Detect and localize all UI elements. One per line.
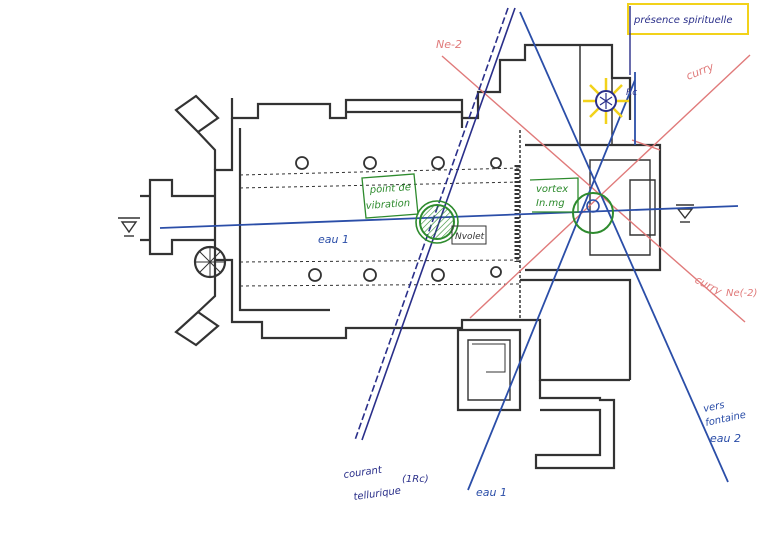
nvolet-frame — [451, 225, 487, 245]
ne-line — [441, 55, 746, 323]
label-courant: courant — [343, 465, 384, 481]
choir — [525, 143, 662, 272]
facade-north — [197, 131, 217, 170]
spiral-stair-treads — [195, 247, 225, 277]
label-point-de: point de — [368, 182, 411, 196]
curry-line — [469, 54, 751, 319]
red-tick — [631, 139, 661, 151]
pillars — [295, 156, 502, 282]
water-level-icon — [676, 204, 694, 223]
label-ne-top: Ne-2 — [436, 38, 462, 51]
facade-south — [197, 260, 217, 313]
sun-icon — [583, 78, 629, 124]
red-network-lines — [441, 54, 751, 323]
tower-outer — [456, 328, 522, 412]
presence-highlight-box — [627, 3, 749, 35]
altar-zone — [589, 159, 651, 256]
label-eau-1-axis: eau 1 — [318, 233, 349, 246]
label-vortex: vortex — [536, 184, 568, 195]
inner-wall-west — [238, 128, 330, 312]
point-label-frame — [361, 173, 419, 219]
label-curry-bottom: curry — [693, 273, 725, 298]
vortex-marker — [572, 192, 614, 234]
aisle-lines — [239, 167, 521, 287]
label-rc: Rc — [626, 88, 637, 98]
sacristy-walls — [579, 45, 613, 145]
label-curry-top: curry — [684, 60, 716, 83]
buttress-nw — [174, 94, 220, 134]
apse-niche — [629, 179, 656, 236]
label-1rc: (1Rc) — [402, 474, 429, 485]
tower-stair — [472, 343, 506, 373]
porch-steps — [140, 194, 150, 242]
label-nvolet: Nvolet — [455, 232, 485, 242]
water-lines — [159, 11, 739, 491]
water-line-eau-1-diag — [467, 79, 636, 491]
south-wall — [213, 118, 520, 340]
vibration-point-marker — [415, 200, 459, 244]
label-ne-right: Ne(-2) — [726, 288, 757, 299]
south-chapel-lower — [520, 318, 630, 382]
label-in-mg: In.mg — [536, 198, 565, 209]
label-vers: vers — [702, 400, 725, 415]
floor-plan-walls — [140, 43, 662, 470]
water-level-icon — [118, 217, 140, 237]
label-eau-1-bottom: eau 1 — [476, 486, 507, 499]
label-tellurique: tellurique — [353, 485, 402, 503]
porch — [148, 178, 215, 256]
north-wall — [230, 43, 632, 120]
vortex-label-frame — [529, 177, 579, 213]
label-eau-2: eau 2 — [710, 432, 741, 445]
label-vibration: vibration — [365, 198, 410, 212]
south-chapel — [520, 278, 632, 380]
tower-inner — [467, 339, 511, 401]
annex — [534, 380, 616, 470]
water-line-eau-2 — [519, 11, 729, 483]
label-presence: présence spirituelle — [633, 14, 733, 26]
inner-wall-north — [346, 110, 464, 128]
buttress-sw — [174, 310, 220, 347]
